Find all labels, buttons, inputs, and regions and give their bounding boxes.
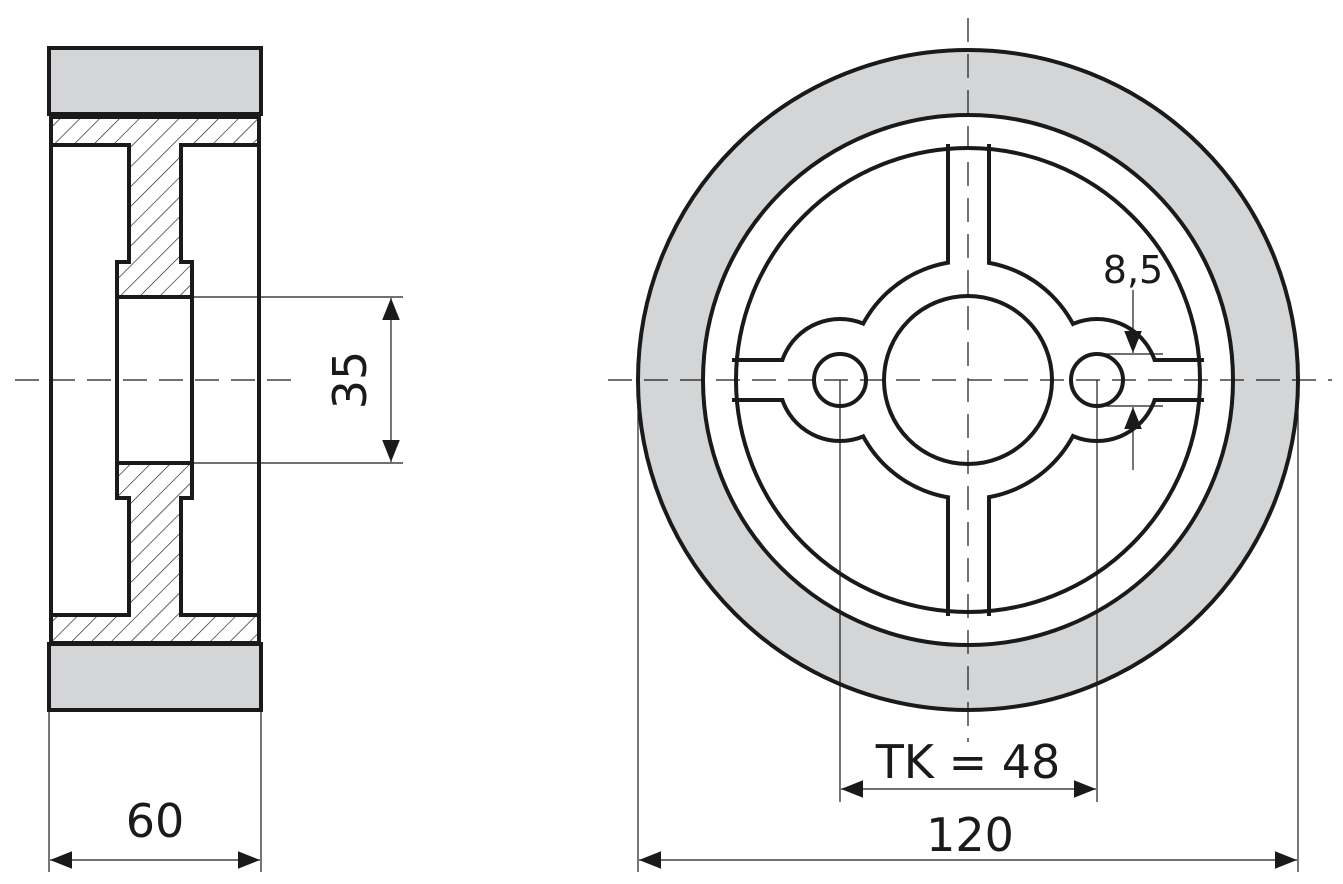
side-section-view [15, 46, 295, 712]
diameter-label: 120 [926, 808, 1014, 862]
bore-label: 35 [323, 351, 377, 410]
bolt-circle-label: TK = 48 [875, 735, 1061, 789]
tire-bottom [47, 642, 263, 712]
rim-hub-section-top [49, 115, 261, 299]
diameter-dimension: 120 [637, 380, 1299, 872]
width-dimension: 60 [48, 710, 262, 872]
hole-dimension: 8,5 [1097, 248, 1163, 470]
tire-top [47, 46, 263, 116]
rim-hub-section-bottom [49, 461, 261, 645]
width-label: 60 [126, 794, 185, 848]
front-view [608, 18, 1332, 742]
bore-dimension: 35 [192, 296, 403, 464]
bolt-circle-dimension: TK = 48 [839, 380, 1098, 802]
hole-label: 8,5 [1103, 248, 1163, 292]
